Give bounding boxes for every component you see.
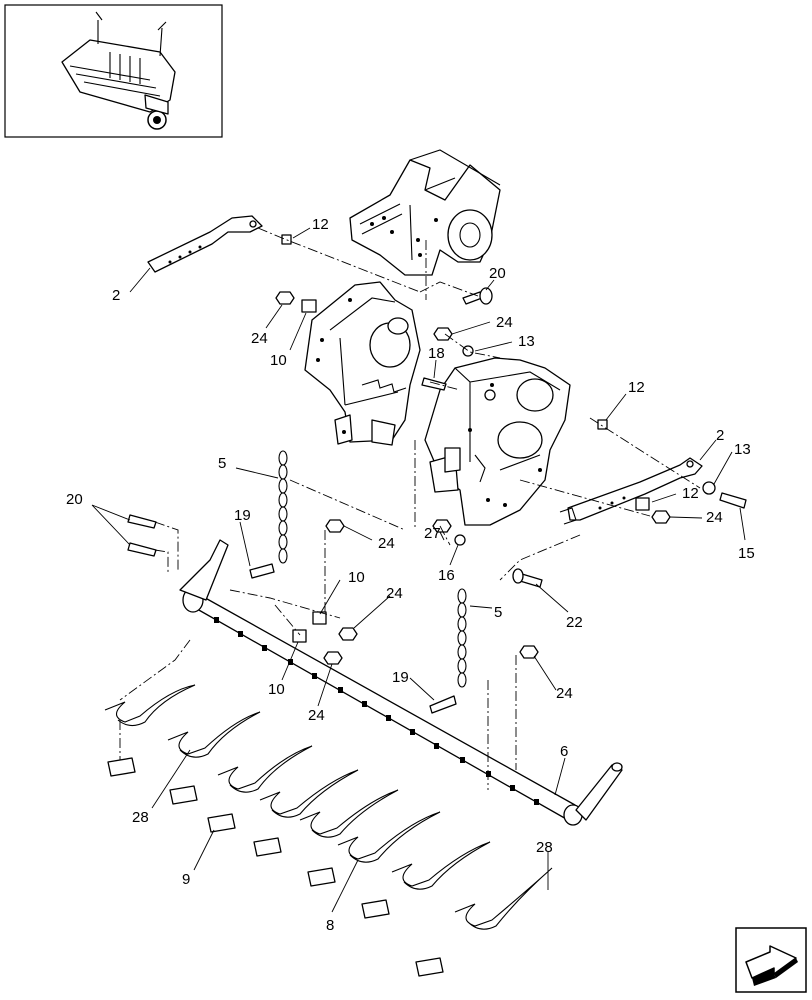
callout-28: 28 [536, 839, 553, 856]
return-arrow-button[interactable] [735, 927, 807, 993]
return-arrow-icon [745, 945, 798, 986]
callout-20: 20 [66, 491, 83, 508]
callout-28: 28 [132, 809, 149, 826]
callout-2: 2 [112, 287, 120, 304]
tine-bar-holes [214, 617, 539, 805]
leader-lines [91, 227, 746, 913]
left-pivot-bracket [304, 281, 421, 446]
callout-24: 24 [378, 535, 395, 552]
assembly-lines [119, 227, 701, 790]
callout-19: 19 [392, 669, 409, 686]
tine-bar [179, 539, 623, 826]
hardware [127, 234, 747, 714]
callout-18: 18 [428, 345, 445, 362]
tines [104, 684, 553, 930]
callout-19: 19 [234, 507, 251, 524]
callout-8: 8 [326, 917, 334, 934]
callout-22: 22 [566, 614, 583, 631]
callout-5: 5 [494, 604, 502, 621]
callout-10: 10 [268, 681, 285, 698]
callout-24: 24 [386, 585, 403, 602]
callout-13: 13 [518, 333, 535, 350]
callout-15: 15 [738, 545, 755, 562]
upper-left-arm [147, 215, 263, 273]
callout-12: 12 [682, 485, 699, 502]
callout-5: 5 [218, 455, 226, 472]
callout-24: 24 [251, 330, 268, 347]
overview-thumbnail[interactable] [4, 4, 223, 138]
callout-6: 6 [560, 743, 568, 760]
lower-right-arm [559, 457, 703, 525]
callout-24: 24 [308, 707, 325, 724]
callout-9: 9 [182, 871, 190, 888]
chain-left [278, 450, 288, 564]
callout-16: 16 [438, 567, 455, 584]
chain-right [457, 588, 467, 688]
callout-24: 24 [706, 509, 723, 526]
callout-10: 10 [270, 352, 287, 369]
callout-24: 24 [496, 314, 513, 331]
right-pivot-bracket [424, 357, 571, 526]
machine-overview-thumbnail-icon [61, 11, 176, 130]
callout-2: 2 [716, 427, 724, 444]
callout-27: 27 [424, 525, 441, 542]
callout-13: 13 [734, 441, 751, 458]
tine-clips [107, 757, 444, 977]
callout-20: 20 [489, 265, 506, 282]
callout-10: 10 [348, 569, 365, 586]
callout-24: 24 [556, 685, 573, 702]
callout-12: 12 [628, 379, 645, 396]
callout-12: 12 [312, 216, 329, 233]
upper-frame-bracket [349, 149, 501, 276]
callout-labels: 2 12 20 24 10 24 13 18 12 2 13 12 24 15 … [66, 216, 755, 934]
